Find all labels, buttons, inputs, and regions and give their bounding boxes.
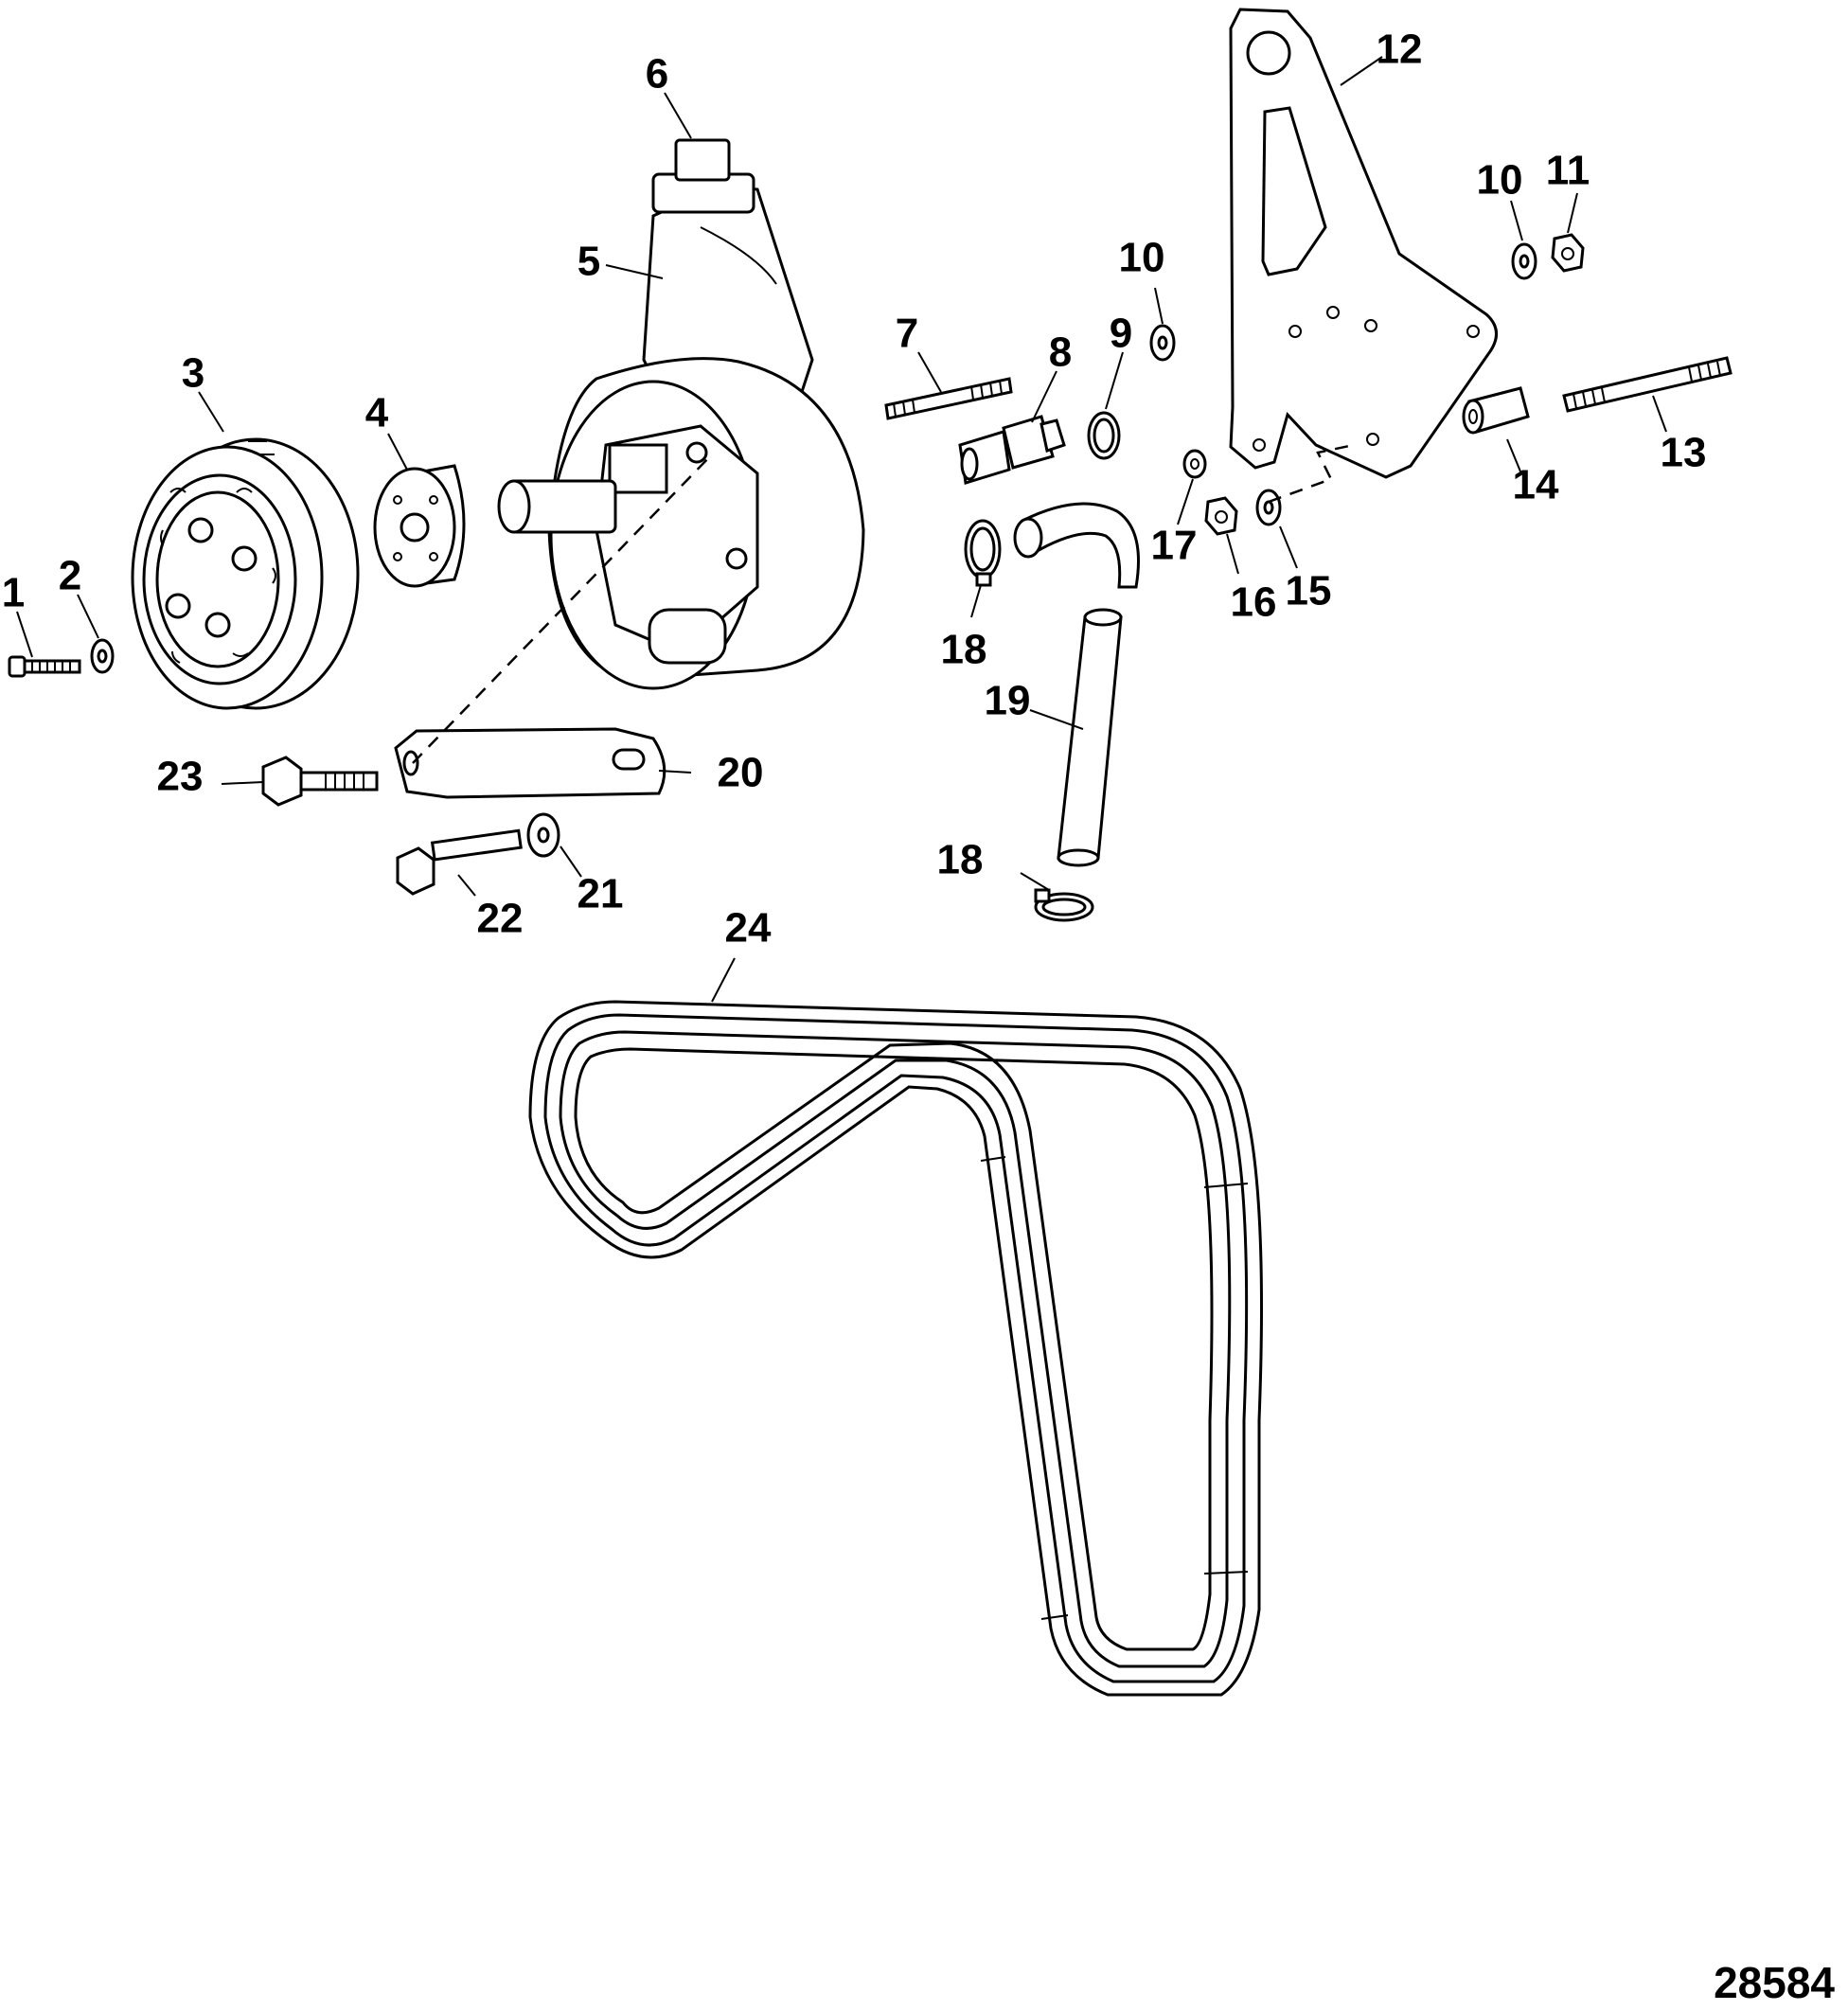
callout-8: 8	[1049, 329, 1072, 376]
cap-part-6	[651, 138, 755, 214]
callout-21: 21	[578, 871, 624, 917]
callout-10-b: 10	[1477, 157, 1523, 204]
elbow-hose	[1013, 502, 1140, 589]
callout-12: 12	[1377, 27, 1423, 73]
callout-10-a: 10	[1119, 235, 1165, 281]
stud-part-13	[1562, 356, 1732, 413]
washer-part-10-a	[1149, 324, 1176, 362]
callout-15: 15	[1286, 568, 1332, 614]
callout-4: 4	[365, 390, 389, 436]
belt-part-24	[528, 1000, 1263, 1697]
callout-labels: 1 2 3 4 5 6 7 8 9 10 10 11 12 13 14 15 1…	[2, 27, 1707, 952]
clamp-part-18-a	[964, 519, 1002, 587]
callout-3: 3	[182, 350, 204, 397]
bolt-part-22	[396, 828, 523, 896]
callout-9: 9	[1110, 311, 1132, 357]
stud-part-7	[884, 377, 1013, 420]
oring-part-9	[1087, 411, 1121, 460]
nut-part-16	[1204, 496, 1238, 536]
callout-17: 17	[1151, 523, 1198, 569]
callout-2: 2	[59, 553, 81, 599]
leader-lines	[16, 56, 1667, 1003]
pulley-part-3	[131, 437, 360, 710]
washer-part-15	[1255, 489, 1282, 526]
callout-5: 5	[578, 239, 600, 285]
callout-7: 7	[896, 311, 918, 357]
washer-part-2	[90, 638, 115, 674]
nut-part-11	[1551, 233, 1585, 273]
bushing-part-17	[1182, 449, 1207, 479]
callout-23: 23	[157, 754, 204, 800]
callout-18-a: 18	[941, 627, 987, 673]
fitting-part-8	[958, 415, 1066, 485]
callout-24: 24	[725, 905, 772, 952]
clamp-part-18-b	[1034, 888, 1094, 922]
washer-part-21	[526, 812, 560, 858]
washer-part-10-b	[1511, 242, 1537, 280]
callout-1: 1	[2, 570, 25, 616]
bracket-part-12	[1229, 8, 1498, 479]
pump-shaft	[497, 479, 617, 534]
screw-part-1	[8, 655, 81, 678]
callout-13: 13	[1661, 430, 1707, 476]
figure-number: 28584	[1714, 1958, 1835, 2007]
pump-part-5	[547, 184, 865, 690]
callout-18-b: 18	[937, 837, 984, 883]
callout-20: 20	[718, 750, 764, 796]
hose-part-19	[1057, 608, 1123, 867]
callout-16: 16	[1231, 579, 1277, 626]
callout-11: 11	[1546, 148, 1590, 194]
spacer-part-4	[373, 464, 466, 588]
callout-19: 19	[985, 678, 1031, 724]
callout-6: 6	[646, 51, 668, 98]
spacer-part-14	[1462, 386, 1530, 435]
callout-14: 14	[1513, 462, 1559, 508]
bolt-part-23	[261, 756, 379, 807]
callout-22: 22	[477, 896, 524, 942]
brace-part-20	[394, 727, 666, 799]
alignment-lines	[412, 443, 1355, 764]
